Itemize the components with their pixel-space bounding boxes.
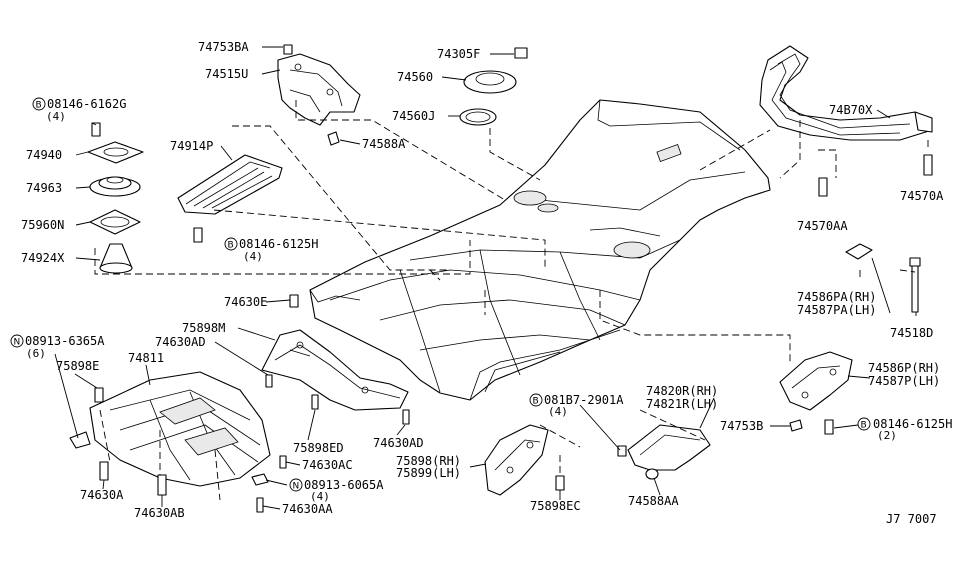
mount-stack	[87, 122, 144, 274]
bolt-mark-1: B	[36, 101, 42, 111]
bolt-mark-3: B	[533, 397, 539, 407]
label-74586P: 74586P(RH)	[868, 361, 940, 375]
label-74630AD-b: 74630AD	[373, 436, 424, 450]
bracket-75898	[484, 424, 565, 496]
label-74560J: 74560J	[392, 109, 435, 123]
label-74963: 74963	[26, 181, 62, 195]
label-74587P: 74587P(LH)	[868, 374, 940, 388]
label-08146-6125H-top: 08146-6125H	[239, 237, 318, 251]
circle-marks: B B N N B B	[10, 97, 871, 492]
small-bracket-74586PA	[845, 243, 921, 313]
under-cover-74811	[69, 371, 271, 496]
qty-4-b: (4)	[243, 250, 263, 263]
label-74914P: 74914P	[170, 139, 213, 153]
floor-panel	[309, 99, 771, 401]
heat-shield-74914P	[177, 154, 283, 243]
label-74570AA: 74570AA	[797, 219, 848, 233]
label-74630AB: 74630AB	[134, 506, 185, 520]
leader-lines	[54, 46, 917, 510]
label-74587PA: 74587PA(LH)	[797, 303, 876, 317]
label-74518D: 74518D	[890, 326, 933, 340]
nut-mark-1: N	[14, 338, 21, 348]
label-74588A: 74588A	[362, 137, 406, 151]
bolt-mark-2: B	[228, 241, 234, 251]
bracket-74515U	[277, 44, 361, 146]
label-74515U: 74515U	[205, 67, 248, 81]
label-74B70X: 74B70X	[829, 103, 873, 117]
label-75898E: 75898E	[56, 359, 99, 373]
label-74630AA: 74630AA	[282, 502, 333, 516]
label-08146-6125H-bot: 08146-6125H	[873, 417, 952, 431]
nut-mark-2: N	[293, 482, 300, 492]
qty-4-c: (4)	[310, 490, 330, 503]
label-74820R: 74820R(RH)	[646, 384, 718, 398]
member-74B70X	[759, 45, 933, 197]
label-08913-6065A: 08913-6065A	[304, 478, 384, 492]
dashed-connection-lines	[94, 100, 929, 501]
label-75899LH: 75899(LH)	[396, 466, 461, 480]
label-74630AC: 74630AC	[302, 458, 353, 472]
fasteners	[251, 374, 410, 513]
label-74588AA: 74588AA	[628, 494, 679, 508]
label-08913-6365A: 08913-6365A	[25, 334, 105, 348]
label-75898M: 75898M	[182, 321, 225, 335]
label-74630E: 74630E	[224, 295, 267, 309]
qty-4-d: (4)	[548, 405, 568, 418]
part-labels: 74753BA 74515U 74588A 74305F 74560 74560…	[21, 40, 952, 526]
bracket-75898M	[261, 294, 409, 411]
diagram-code: J7 7007	[886, 512, 937, 526]
label-74821R: 74821R(LH)	[646, 397, 718, 411]
label-75960N: 75960N	[21, 218, 64, 232]
label-74924X: 74924X	[21, 251, 65, 265]
label-74753BA: 74753BA	[198, 40, 249, 54]
label-75898EC: 75898EC	[530, 499, 581, 513]
label-74570A: 74570A	[900, 189, 944, 203]
label-74560: 74560	[397, 70, 433, 84]
bolt-mark-4: B	[861, 421, 867, 431]
label-75898RH: 75898(RH)	[396, 454, 461, 468]
label-74940: 74940	[26, 148, 62, 162]
label-74811: 74811	[128, 351, 164, 365]
bracket-74586P	[779, 351, 853, 435]
label-081B7-2901A: 081B7-2901A	[544, 393, 624, 407]
plug-74560	[459, 47, 528, 126]
bracket-74820R	[617, 424, 711, 480]
qty-6: (6)	[26, 347, 46, 360]
label-75898ED: 75898ED	[293, 441, 344, 455]
label-74586PA: 74586PA(RH)	[797, 290, 876, 304]
label-74630A: 74630A	[80, 488, 124, 502]
label-74305F: 74305F	[437, 47, 480, 61]
qty-2: (2)	[877, 429, 897, 442]
label-74630AD-a: 74630AD	[155, 335, 206, 349]
qty-4-a: (4)	[46, 110, 66, 123]
label-74753B: 74753B	[720, 419, 763, 433]
label-08146-6162G: 08146-6162G	[47, 97, 126, 111]
